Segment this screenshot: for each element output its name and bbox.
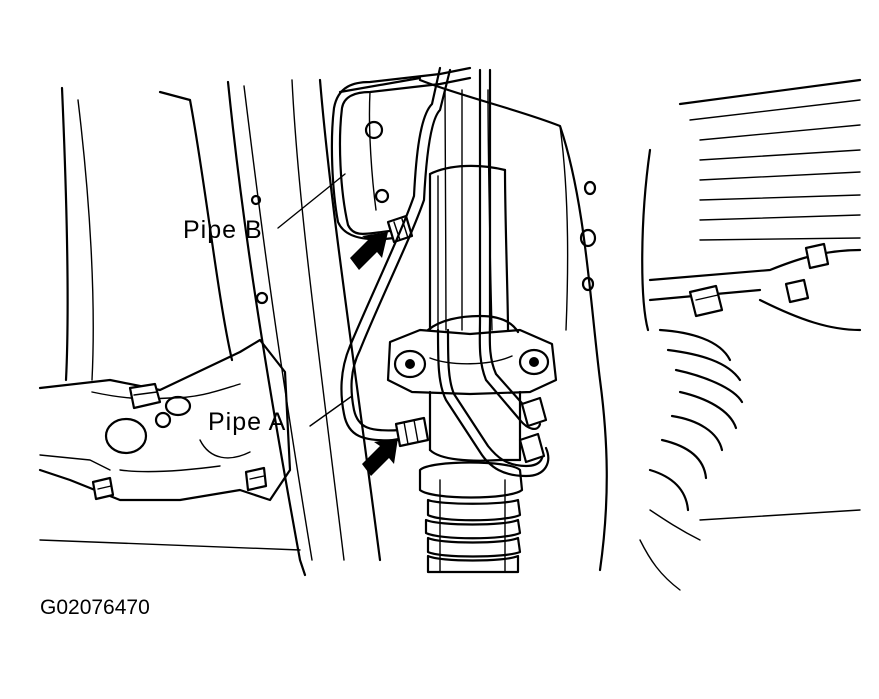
pipe-b bbox=[330, 66, 472, 244]
figure-id: G02076470 bbox=[40, 596, 150, 619]
rack-housing bbox=[428, 390, 522, 462]
arrow-pipe-a bbox=[362, 438, 398, 476]
subframe bbox=[38, 78, 382, 577]
arrows bbox=[350, 232, 398, 476]
pipe-a-label: Pipe A bbox=[208, 408, 287, 436]
arrow-pipe-b bbox=[350, 232, 388, 270]
pipe-a bbox=[340, 66, 452, 448]
feed-pipes bbox=[436, 68, 550, 478]
leader-lines bbox=[277, 173, 353, 427]
subframe-bolts bbox=[91, 382, 268, 501]
rack-boot bbox=[418, 461, 524, 574]
steering-shaft bbox=[428, 89, 510, 342]
engine-side bbox=[639, 78, 862, 591]
rack-clamp bbox=[386, 314, 558, 396]
body-panel bbox=[338, 76, 608, 572]
pipe-b-label: Pipe B bbox=[183, 216, 263, 244]
